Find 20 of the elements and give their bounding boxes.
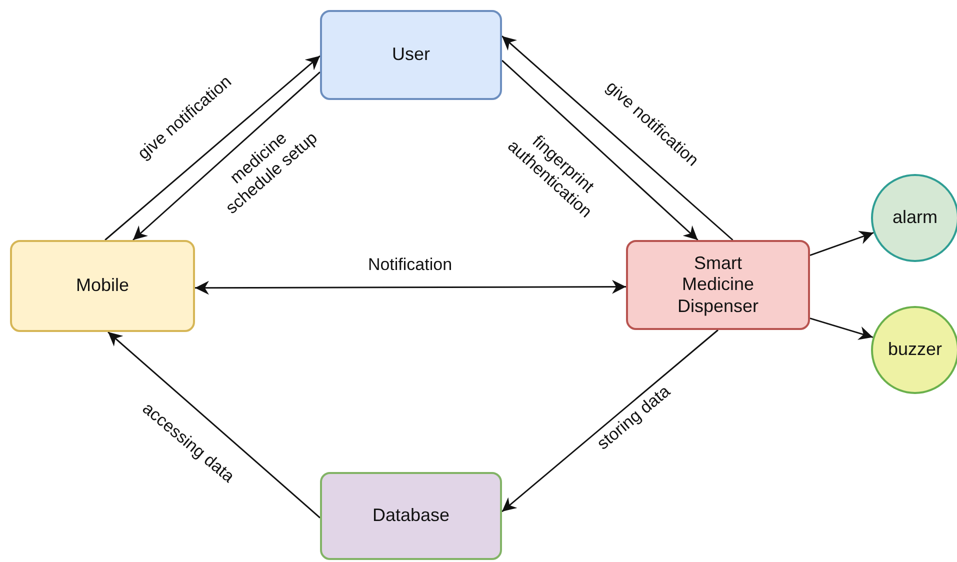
arrow <box>810 230 874 256</box>
arrow <box>810 318 874 340</box>
node-label: alarm <box>892 207 938 229</box>
arrow <box>502 329 718 512</box>
process-box <box>10 240 195 332</box>
edge-label: Notification <box>366 254 454 276</box>
node-label: Database <box>372 505 450 527</box>
arrow <box>195 280 626 295</box>
arrow <box>502 36 734 241</box>
process-box <box>626 240 810 330</box>
node-label: User <box>392 44 430 66</box>
arrow <box>108 331 320 518</box>
process-box <box>320 472 502 560</box>
arrow <box>132 72 320 241</box>
node-label: Mobile <box>76 275 130 297</box>
node-label: Smart Medicine Dispenser <box>676 252 760 318</box>
process-box <box>320 10 502 100</box>
arrow <box>502 60 698 241</box>
arrow <box>104 55 320 241</box>
node-label: buzzer <box>888 339 942 361</box>
